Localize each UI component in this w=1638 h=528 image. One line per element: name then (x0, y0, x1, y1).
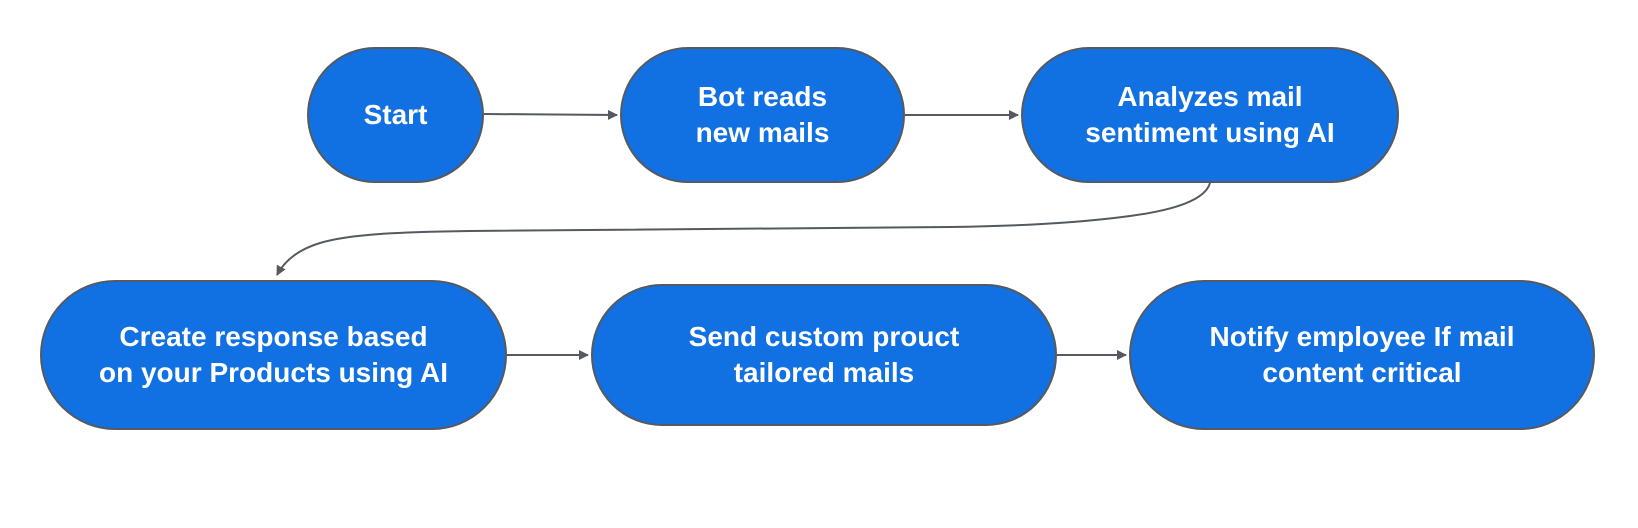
node-analyze-sentiment: Analyzes mail sentiment using AI (1021, 47, 1399, 183)
node-create-response-label: Create response based on your Products u… (99, 321, 448, 388)
node-notify-employee-label: Notify employee If mail content critical (1209, 321, 1515, 388)
node-bot-reads-mails: Bot reads new mails (620, 47, 905, 183)
node-analyze-sentiment-label: Analyzes mail sentiment using AI (1085, 81, 1335, 148)
node-start: Start (307, 47, 484, 183)
node-bot-reads-mails-label: Bot reads new mails (695, 81, 830, 148)
arrow-analyze-to-create (276, 182, 1211, 276)
node-notify-employee: Notify employee If mail content critical (1129, 280, 1595, 430)
node-send-custom-mails-label: Send custom prouct tailored mails (688, 321, 960, 388)
arrow-start-to-read (483, 109, 618, 120)
node-send-custom-mails: Send custom prouct tailored mails (591, 284, 1057, 426)
node-start-label: Start (363, 99, 428, 130)
node-create-response: Create response based on your Products u… (40, 280, 507, 430)
